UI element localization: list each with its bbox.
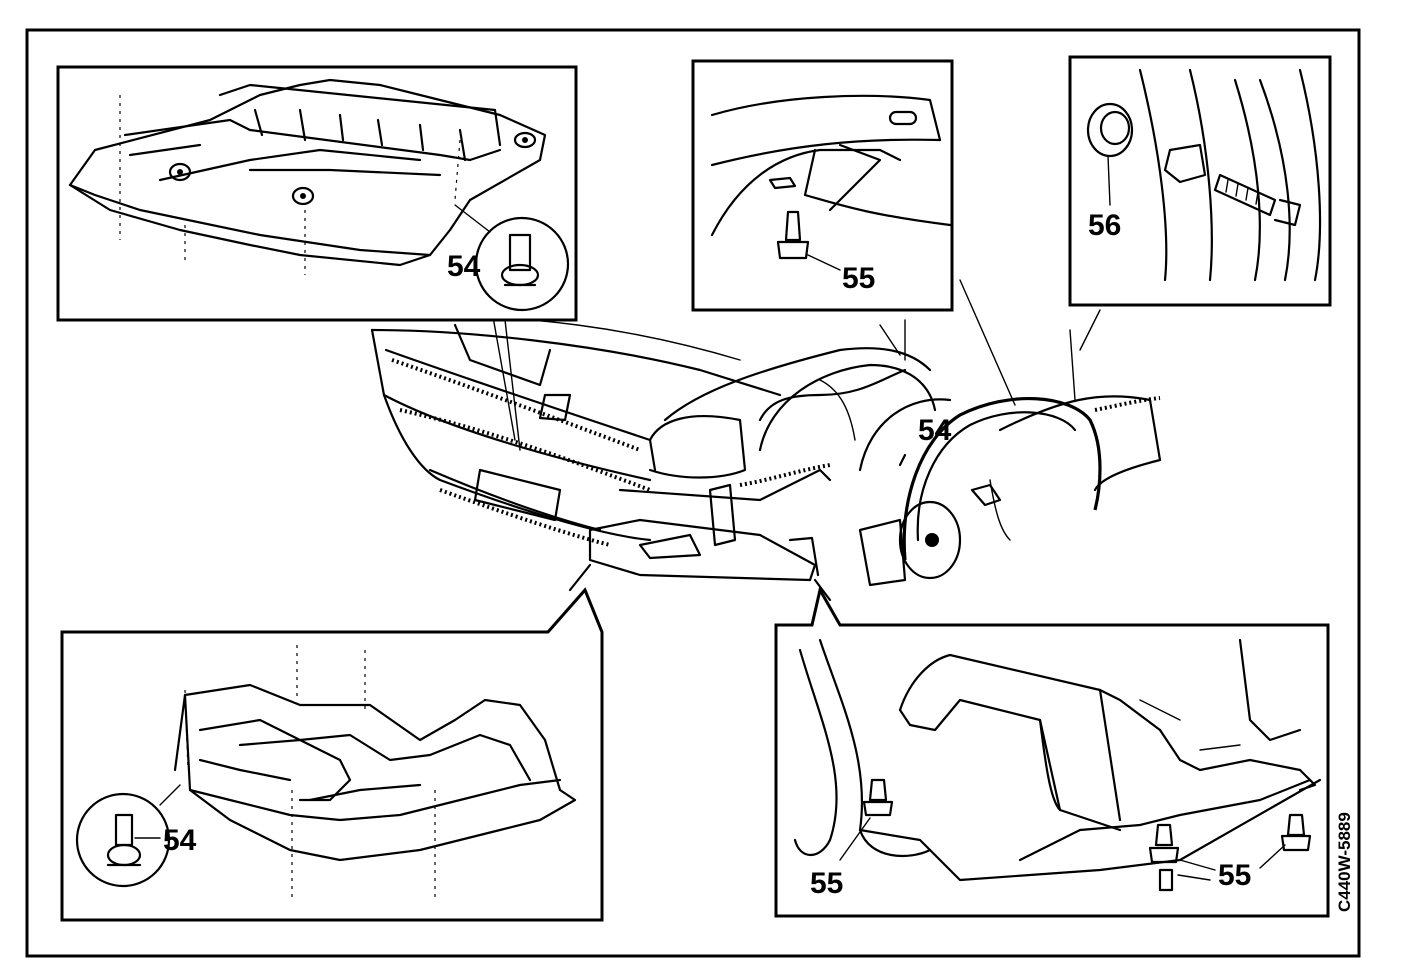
top-left-callout-54: 54 xyxy=(447,250,481,283)
inset-top-right: 56 xyxy=(1068,55,1332,307)
main-callout-54: 54 xyxy=(918,414,952,447)
bottom-right-callout-55-b: 55 xyxy=(1218,859,1251,892)
top-middle-callout-55: 55 xyxy=(842,262,875,295)
inset-top-left: 54 xyxy=(56,65,578,322)
bottom-left-callout-54: 54 xyxy=(163,824,197,857)
figure-code: C440W-5889 xyxy=(1335,812,1354,912)
inset-bottom-left: 54 xyxy=(60,587,604,922)
top-right-callout-56: 56 xyxy=(1088,209,1121,242)
bottom-right-callout-55-a: 55 xyxy=(810,867,843,900)
inset-top-middle: 55 xyxy=(691,59,954,312)
inset-bottom-right: 55 55 xyxy=(774,585,1330,918)
main-car-view: 54 xyxy=(370,279,1162,602)
